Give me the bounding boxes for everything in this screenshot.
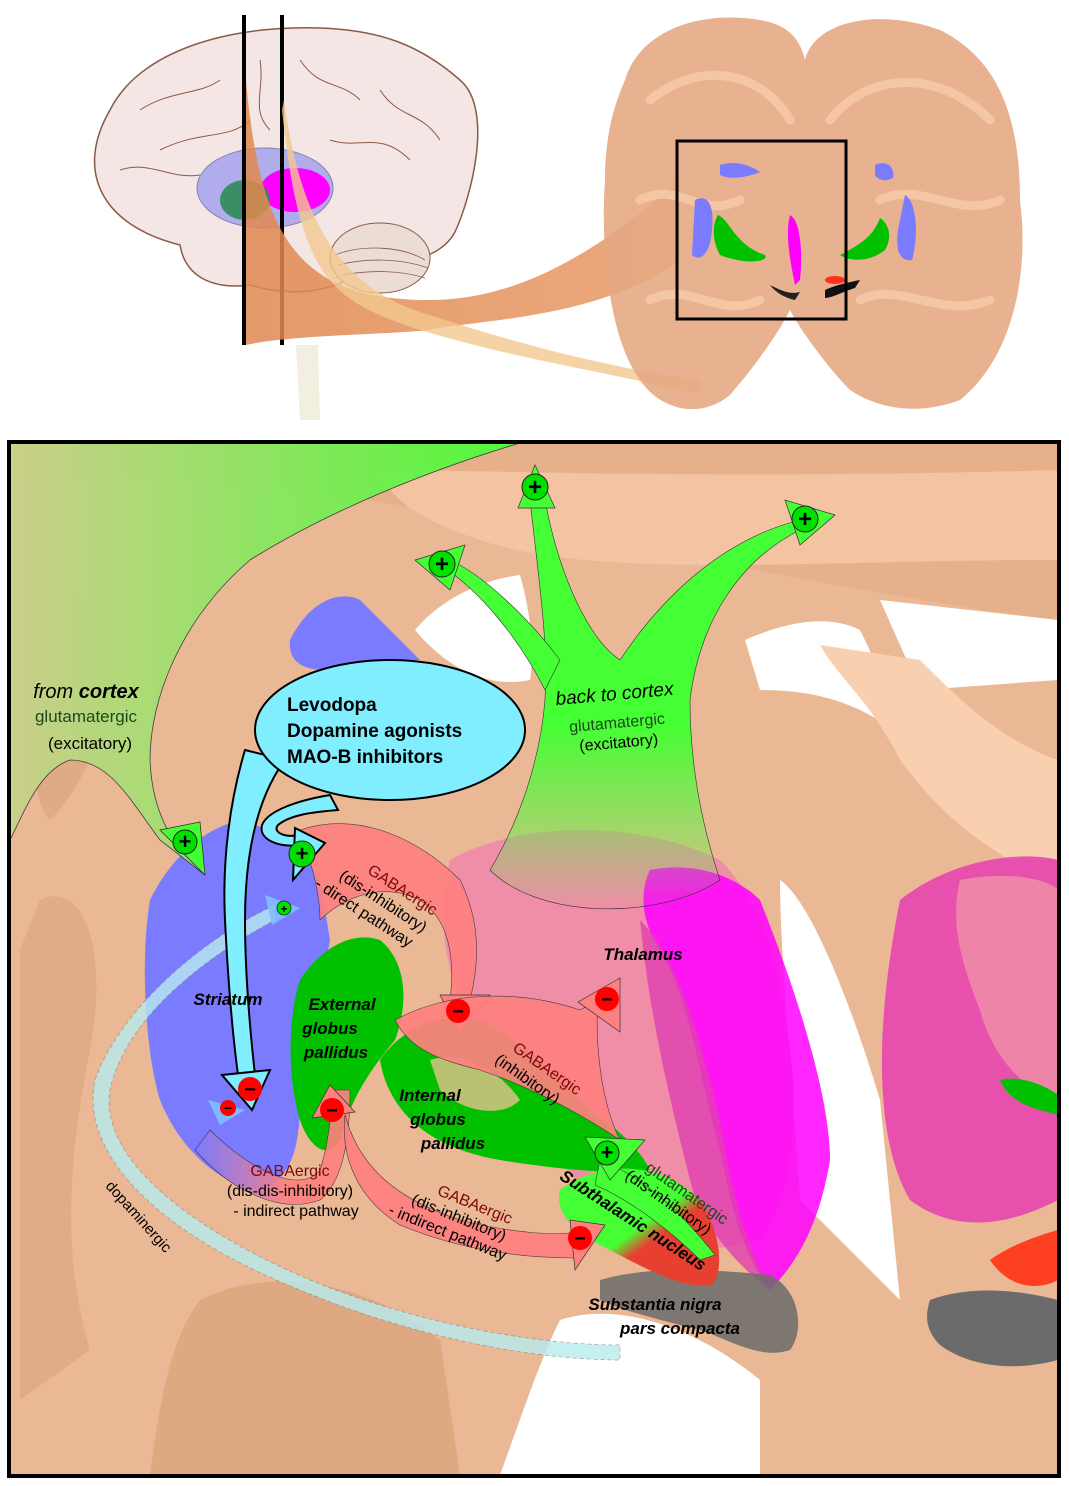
detail-frame [7,440,1061,1478]
plus-badge-dopamine-small: + [276,900,292,916]
dopaminergic-pathway [92,904,621,1361]
from-cortex-label: from cortex [33,681,139,703]
minus-badge-dopamine-small: − [220,1100,236,1116]
substantia-nigra-right [927,1290,1058,1367]
back-to-cortex-effect: (excitatory) [579,731,659,755]
substantia-nigra-label-2: pars compacta [619,1319,740,1338]
external-gp-label-3: pallidus [303,1043,368,1062]
internal-gp-label-3: pallidus [420,1134,485,1153]
minus-badge-direct: − [446,999,470,1023]
minus-badge-indirect-1: − [320,1098,344,1122]
from-cortex-type: glutamatergic [35,707,138,726]
plus-sign: + [435,551,449,578]
minus-badge-thalamus: − [595,987,619,1011]
minus-sign: − [574,1228,586,1250]
plus-badge-cortex-2: + [428,550,456,578]
plus-sign: + [601,1140,614,1165]
slice-line-right [280,15,284,345]
plus-badge-cortex-3: + [791,505,819,533]
direct-pathway [299,823,477,1001]
plus-sign: + [296,841,309,866]
cortex-input-pathway [10,443,521,876]
stn-right-fragment [990,1230,1058,1286]
ventricle-right [745,621,905,740]
plus-sign: + [798,506,812,533]
indirect-1-label-1: GABAergic [250,1163,329,1180]
external-gp-label-2: globus [301,1019,358,1038]
zoom-box [675,139,848,321]
minus-badge-drug-striatum: − [238,1077,262,1101]
indirect-1-label-2: (dis-dis-inhibitory) [227,1183,353,1200]
minus-sign: − [244,1079,256,1101]
subthalamic-nucleus-region [559,1168,720,1286]
minus-sign: − [601,989,613,1011]
internal-capsule [643,867,830,1290]
indirect-1-label-3: - indirect pathway [233,1203,358,1220]
stn-gpi-pathway [594,1159,716,1261]
plus-badge-drug-loop: + [288,840,316,868]
external-gp-label-1: External [308,995,376,1014]
slice-line-left [242,15,246,345]
internal-gp-label-2: globus [409,1110,466,1129]
substantia-nigra-region [600,1270,799,1353]
minus-badge-stn: − [568,1226,592,1250]
striatum-label: Striatum [194,990,263,1009]
drug-balloon [254,659,526,801]
drug-line-2: Dopamine agonists [287,721,462,742]
detail-panel: + + + − − − − [7,440,1061,1478]
plus-badge-stn-gpi: + [594,1140,620,1166]
indirect-pathway-1 [194,1089,351,1205]
gp-right-fragment [1000,1078,1058,1115]
minus-sign: − [224,1100,232,1116]
minus-sign: − [326,1100,338,1122]
drug-line-1: Levodopa [287,695,377,716]
plus-badge-cortex-in: + [172,829,198,855]
minus-sign: − [452,1001,464,1023]
plus-sign: + [528,474,542,501]
coronal-slice [603,17,1023,410]
drug-line-3: MAO-B inhibitors [287,747,443,768]
thalamus-label: Thalamus [603,945,682,964]
overview-panel [93,15,1023,420]
internal-gp-label-1: Internal [399,1086,462,1105]
plus-sign: + [179,829,192,854]
substantia-nigra-label-1: Substantia nigra [588,1295,721,1314]
plus-badge-cortex-1: + [521,473,549,501]
gpi-thalamus-pathway [394,995,621,1141]
external-gp-region [290,937,404,1151]
from-cortex-effect: (excitatory) [48,734,132,753]
plus-sign: + [280,902,287,916]
